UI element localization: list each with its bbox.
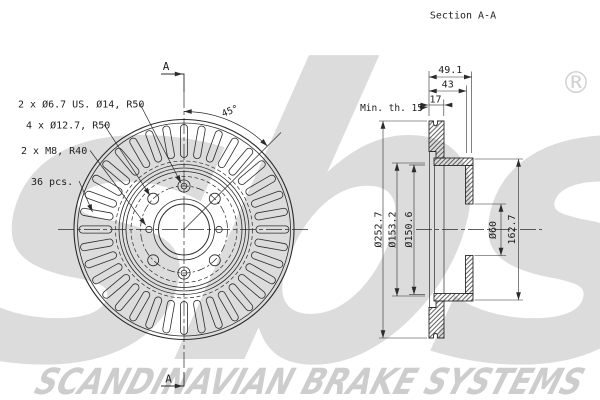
callout-large-holes-label: 4 x Ø12.7, R50: [26, 120, 110, 132]
vent-slot: [237, 160, 266, 185]
vent-slot: [251, 251, 284, 269]
vent-slot: [80, 238, 114, 252]
bolt-hole: [208, 192, 221, 205]
vent-slot: [193, 125, 206, 160]
vent-slot: [245, 174, 276, 196]
leader-small-holes: [139, 103, 182, 184]
mount-flange-section-top: [465, 165, 474, 205]
vent-slot: [254, 207, 288, 221]
dim-bore-dia-label: Ø60: [487, 221, 499, 239]
vent-slot: [217, 290, 239, 322]
vent-slot: [254, 238, 288, 252]
vent-slot: [162, 125, 175, 160]
dim-hat-width-label: 43: [442, 80, 454, 91]
section-cut-line-top: [161, 73, 185, 92]
vent-slot: [245, 263, 276, 285]
callout-m8-holes-label: 2 x M8, R40: [21, 146, 87, 157]
angle-45-radial-line: [183, 132, 282, 230]
dim-flange-dia-label: 162.7: [507, 214, 518, 244]
vent-slot: [92, 174, 123, 196]
vent-slot: [129, 137, 151, 169]
vent-slot: [114, 147, 140, 176]
drawing-labels: Section A-A 2 x Ø6.7 US. Ø14, R50 4 x Ø1…: [18, 11, 518, 386]
dim-min-thickness-label: Min. th. 15: [360, 103, 423, 114]
vent-slot: [145, 130, 163, 163]
vent-slot: [237, 274, 266, 299]
vent-slot: [80, 207, 114, 221]
callout-small-holes-label: 2 x Ø6.7 US. Ø14, R50: [18, 99, 144, 111]
callout-vent-count-label: 36 pcs.: [31, 177, 73, 188]
dim-inner-dia-1-label: Ø153.2: [387, 211, 399, 247]
leader-m8-holes: [89, 150, 147, 226]
dimension-lines: [380, 74, 521, 339]
section-marker-top-label: A: [163, 60, 170, 73]
vent-slot: [114, 283, 140, 312]
disc-front-view: [58, 71, 310, 389]
vent-slot: [251, 190, 284, 208]
dim-overall-width-label: 49.1: [438, 65, 462, 76]
vent-slot: [193, 299, 206, 334]
vent-slot: [205, 130, 223, 163]
angle-45-arc: [183, 109, 268, 147]
dim-thickness-label: 17: [429, 95, 441, 106]
vent-slot: [129, 290, 151, 322]
vent-slot: [84, 251, 117, 269]
section-title: Section A-A: [430, 11, 496, 22]
angle-45-label: 45°: [220, 103, 240, 120]
vent-slot: [145, 296, 163, 329]
vent-slot: [228, 283, 254, 312]
disc-section-view: [379, 71, 542, 339]
mount-flange-section-bottom: [465, 255, 474, 294]
vent-slot: [228, 147, 254, 176]
hat-wall-section-top: [433, 157, 474, 166]
bolt-hole: [208, 254, 221, 267]
bolt-hole: [147, 254, 160, 267]
dim-line-min-thickness: [418, 105, 428, 111]
vent-slot: [162, 299, 175, 334]
bolt-hole: [147, 192, 160, 205]
vent-slot: [102, 274, 131, 299]
section-cut-line-bottom: [161, 372, 185, 387]
friction-ring-section-bottom: [428, 300, 445, 339]
leader-large-holes: [103, 124, 151, 196]
leader-vent-count: [78, 180, 93, 213]
friction-ring-section-top: [428, 120, 445, 159]
dim-inner-dia-2-label: Ø150.6: [403, 211, 415, 247]
hat-wall-section-bottom: [433, 293, 474, 302]
registered-trademark-icon: ®: [561, 66, 591, 101]
vent-slot: [102, 160, 131, 185]
dim-outer-dia-label: Ø252.7: [373, 211, 385, 247]
vent-slot-ring: [78, 124, 290, 335]
vent-slot: [84, 190, 117, 208]
vent-slot: [205, 296, 223, 329]
vent-slot: [217, 137, 239, 169]
section-marker-bottom-label: A: [165, 373, 172, 386]
vent-slot: [92, 263, 123, 285]
